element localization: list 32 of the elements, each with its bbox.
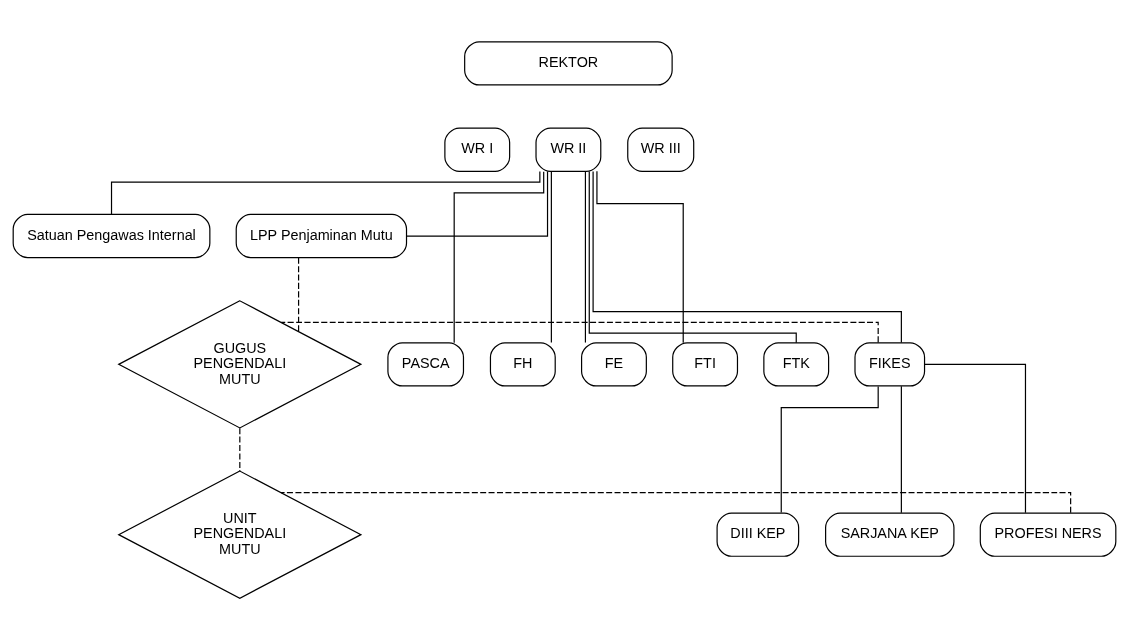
node-box: PASCA <box>387 341 465 387</box>
node-diamond: UNIT PENGENDALI MUTU <box>117 469 363 599</box>
node-box: FIKES <box>854 341 926 387</box>
node-box: FTK <box>763 341 830 387</box>
connector <box>584 170 587 343</box>
node-box: DIII KEP <box>716 511 800 557</box>
connector <box>280 491 1072 513</box>
connector <box>405 170 549 237</box>
node-box: SARJANA KEP <box>825 511 955 557</box>
node-box: FH <box>489 341 556 387</box>
connector <box>550 170 552 343</box>
connector <box>298 256 300 332</box>
connector <box>900 385 902 513</box>
node-box: WR I <box>444 127 511 172</box>
connector <box>592 170 902 343</box>
node-box: FE <box>581 341 647 387</box>
connector <box>110 170 541 215</box>
node-box: PROFESI NERS <box>979 511 1117 557</box>
connector <box>453 170 545 343</box>
connector <box>280 321 879 343</box>
connector <box>588 170 797 343</box>
node-diamond: GUGUS PENGENDALI MUTU <box>117 299 363 429</box>
node-box: WR III <box>627 127 695 172</box>
node-box: Satuan Pengawas Internal <box>12 213 211 258</box>
connector <box>780 385 879 513</box>
connector <box>924 363 1027 513</box>
connector <box>596 170 684 343</box>
connector <box>239 427 241 472</box>
node-box: REKTOR <box>464 40 673 86</box>
node-box: FTI <box>672 341 739 387</box>
node-box: LPP Penjaminan Mutu <box>235 213 408 258</box>
node-box: WR II <box>535 127 602 172</box>
